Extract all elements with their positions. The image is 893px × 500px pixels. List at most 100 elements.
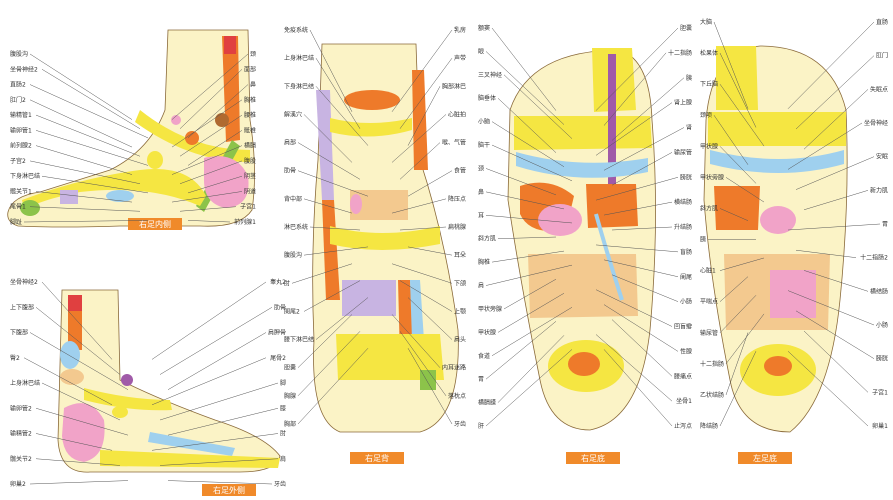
label-sole-32: 腰痛点: [674, 372, 692, 380]
leader-inner-4: [35, 114, 141, 157]
leader-inner-21: [171, 191, 243, 203]
label-sole-25: 横结肠: [674, 198, 692, 206]
leader-sole-0: [491, 27, 557, 111]
top-blue-vertical: [410, 280, 424, 340]
leader-sole-28: [603, 259, 679, 277]
label-top-19: 喉、气管: [442, 139, 466, 147]
label-outer-10: 肋骨: [274, 303, 286, 311]
leader-sole-22: [603, 127, 685, 171]
label-sole-12: 甲状旁腺: [478, 305, 502, 313]
leader-top-20: [407, 170, 453, 197]
leader-top-10: [303, 280, 361, 312]
leader-outer-17: [167, 480, 273, 485]
label-inner-5: 输卵管1: [10, 126, 32, 134]
label-sole-18: 胆囊: [680, 24, 692, 32]
label-sole-5: 脑干: [478, 141, 490, 149]
leader-left-25: [803, 330, 869, 393]
label-left-6: 斜方肌: [700, 204, 718, 212]
label-left-25: 子宫1: [872, 388, 888, 396]
label-top-14: 胸部: [284, 420, 296, 428]
inner-labels: 腹股沟坐骨神经2直肠2肛门2输精管1输卵管1前列腺2子宫2下身淋巴结髋关节1尾骨…: [10, 50, 256, 226]
label-inner-2: 直肠2: [10, 81, 26, 89]
label-top-2: 下身淋巴结: [284, 82, 314, 90]
label-sole-20: 胰: [686, 74, 692, 82]
label-top-21: 降压点: [448, 195, 466, 203]
leader-left-2: [719, 84, 765, 147]
label-sole-9: 斜方肌: [478, 235, 496, 243]
leader-sole-32: [611, 319, 673, 377]
label-sole-30: 回盲瓣: [674, 323, 692, 331]
leader-top-26: [407, 297, 453, 340]
label-left-17: 坐骨神经: [864, 119, 888, 127]
label-left-19: 新力肌: [870, 186, 888, 194]
top-caption: 右足背: [365, 453, 389, 463]
top-lymph-oval: [344, 90, 400, 110]
top-orange-band: [322, 200, 340, 300]
label-outer-15: 肘: [280, 430, 286, 438]
leader-sole-1: [485, 51, 565, 125]
sole-heel-orange: [568, 352, 600, 376]
label-inner-18: 横膈: [244, 142, 256, 150]
label-inner-14: 鼻: [250, 81, 256, 89]
label-outer-12: 尾骨2: [270, 355, 286, 362]
leader-top-27: [391, 314, 441, 368]
leader-left-22: [803, 270, 869, 292]
left-orange-stomach: [714, 186, 760, 230]
inner-pink-dot: [171, 115, 181, 125]
label-inner-17: 骶椎: [244, 126, 256, 134]
left-caption-bar: [738, 452, 792, 464]
label-sole-1: 眼: [478, 48, 484, 55]
top-right-strip: [412, 70, 428, 170]
leader-inner-1: [41, 69, 141, 129]
leader-outer-5: [35, 408, 129, 436]
leader-outer-4: [41, 382, 121, 421]
outer-purple-dot: [121, 374, 133, 386]
leader-left-6: [719, 208, 749, 221]
label-outer-5: 输卵管2: [10, 404, 32, 412]
leader-inner-22: [179, 206, 237, 212]
leader-sole-7: [485, 191, 565, 210]
top-left-strip: [316, 90, 334, 200]
label-sole-31: 性腺: [680, 347, 692, 355]
label-outer-14: 膝: [280, 404, 286, 412]
leader-inner-11: [23, 220, 149, 223]
inner-green-toe: [20, 200, 40, 216]
leader-inner-8: [41, 175, 149, 194]
label-inner-19: 腹股: [244, 157, 256, 165]
label-top-29: 牙齿: [454, 420, 466, 428]
label-left-10: 输尿管: [700, 329, 718, 337]
leader-top-12: [297, 314, 353, 368]
outer-caption-bar: [202, 484, 256, 496]
label-sole-10: 胸椎: [478, 258, 490, 266]
panel-right-outer: 右足外侧 坐骨神经2上下腹部下腹部臀2上身淋巴结输卵管2输精管2髋关节2卵巢2睾…: [10, 278, 286, 496]
left-sigmoid: [770, 270, 816, 318]
label-inner-15: 胸椎: [244, 96, 256, 104]
label-left-15: 肛门: [876, 52, 888, 60]
left-lung-band: [710, 150, 844, 173]
leader-left-26: [787, 351, 869, 427]
leader-inner-18: [171, 145, 243, 175]
label-inner-21: 阴道: [244, 187, 256, 195]
label-inner-7: 子宫2: [10, 157, 26, 165]
inner-spine-band: [22, 169, 206, 210]
leader-left-24: [795, 310, 875, 359]
leader-outer-14: [167, 408, 279, 436]
leader-inner-23: [187, 220, 231, 223]
top-green-bit: [420, 370, 436, 390]
leader-sole-8: [485, 215, 573, 224]
label-sole-19: 十二指肠: [668, 49, 692, 57]
leader-left-17: [787, 122, 863, 170]
label-top-16: 声带: [454, 54, 466, 62]
label-inner-12: 颈: [250, 50, 256, 58]
label-sole-26: 升结肠: [674, 223, 692, 231]
leader-sole-24: [595, 177, 679, 201]
left-labels: 大脑松果体下丘脑颈项甲状腺甲状旁腺斜方肌胰心脏1平喘点输尿管十二指肠乙状结肠降结…: [700, 18, 888, 430]
sole-pink-liver: [538, 204, 582, 236]
leader-top-16: [399, 57, 453, 129]
label-top-12: 胆囊: [284, 364, 296, 372]
label-outer-3: 臀2: [10, 355, 20, 362]
label-outer-11: 肩胛骨: [268, 329, 286, 337]
inner-foot-outline: [7, 29, 255, 228]
leader-sole-15: [485, 321, 557, 380]
leader-top-18: [391, 114, 447, 163]
